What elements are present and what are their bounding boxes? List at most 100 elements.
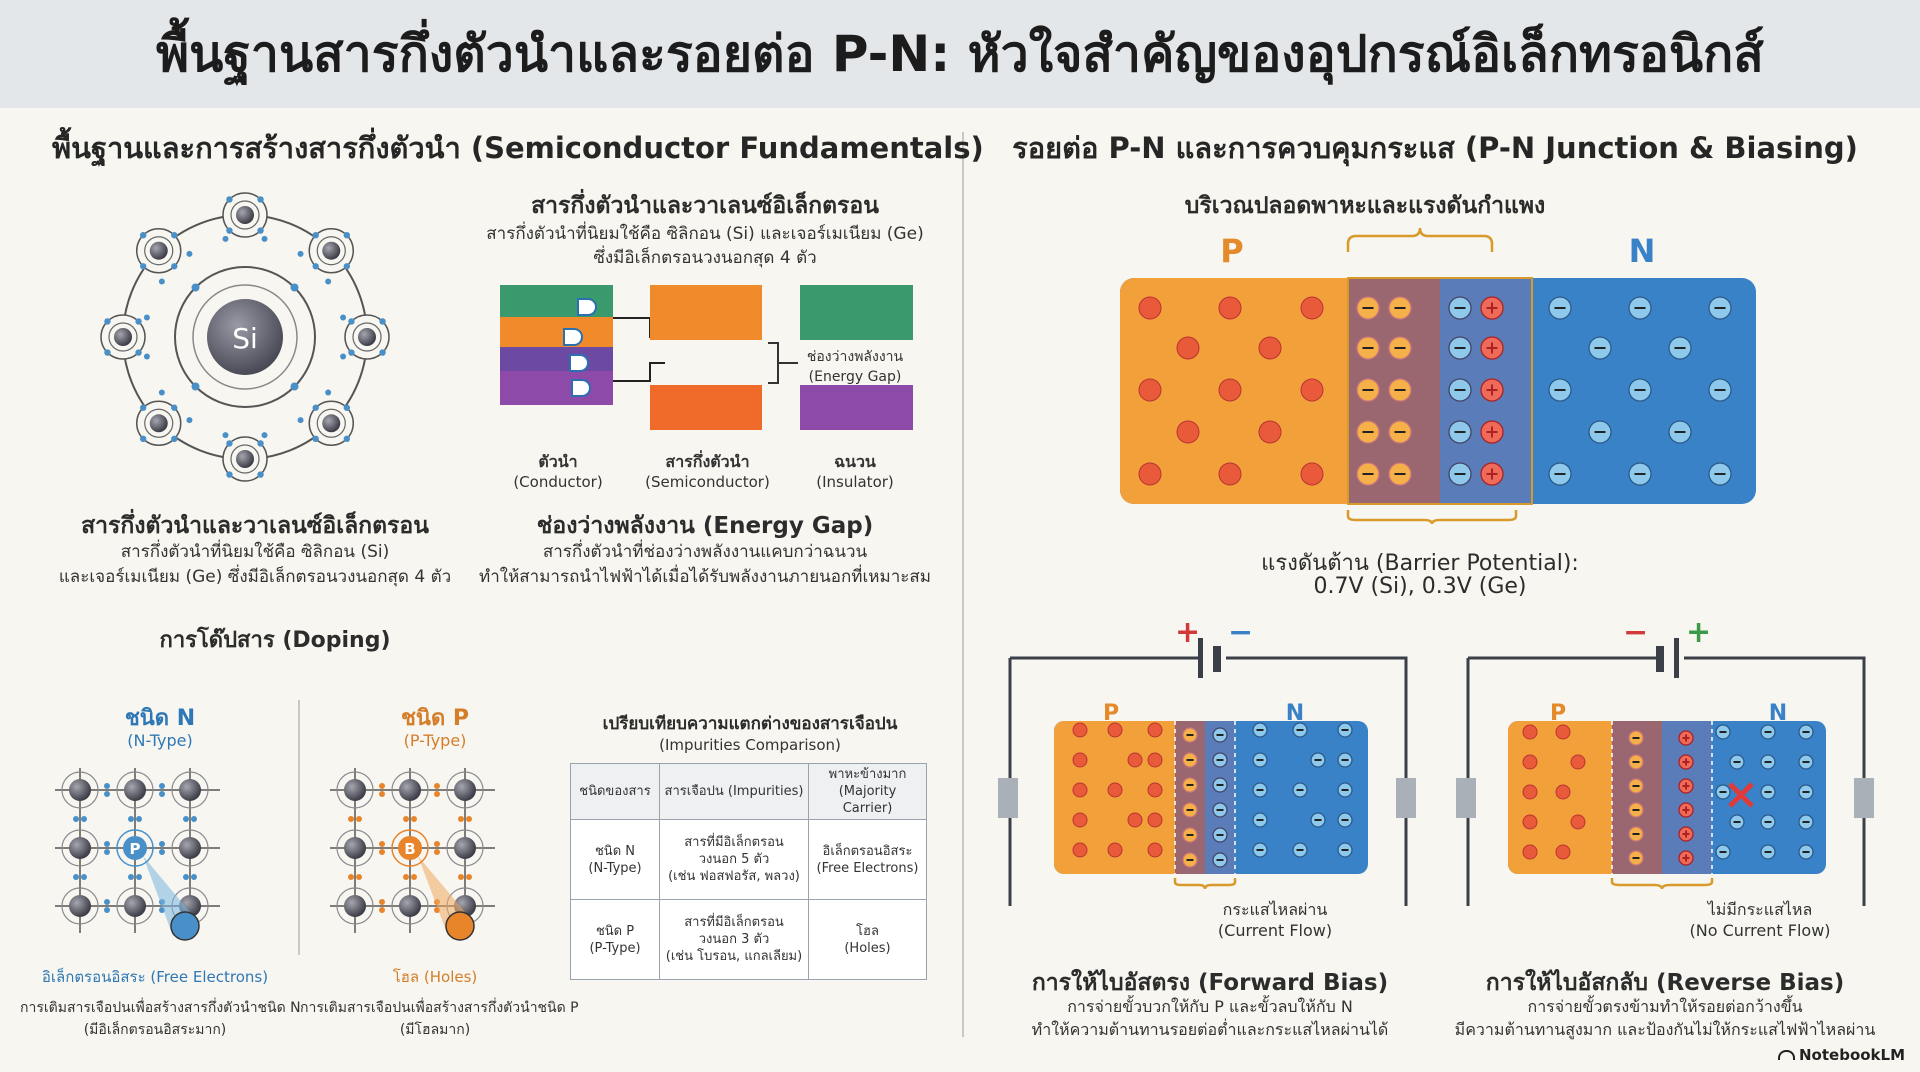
- table-cell: สารที่มีอิเล็กตรอน วงนอก 3 ตัว (เช่น โบร…: [659, 899, 809, 980]
- bond-electron: [403, 816, 409, 822]
- neighbor-atom: [358, 328, 376, 346]
- n-region-label: N: [1629, 232, 1656, 270]
- fw-p-label: P: [1103, 701, 1119, 726]
- electron: [312, 231, 319, 239]
- column-divider: [962, 132, 964, 1037]
- electron: [348, 349, 355, 356]
- silicon-atom-diagram: Si: [100, 192, 390, 482]
- rv-n-label: N: [1769, 701, 1787, 726]
- bond-electron: [434, 849, 440, 855]
- bond-electron: [434, 841, 440, 847]
- lattice-atom: [179, 837, 201, 859]
- electron: [257, 471, 264, 478]
- table-header: พาหะข้างมาก (Majority Carrier): [808, 763, 927, 820]
- forward-flow-1: กระแสไหลผ่าน: [1222, 900, 1328, 919]
- energy-gap-title: ช่องว่างพลังงาน (Energy Gap): [536, 513, 874, 539]
- bond-electron: [73, 874, 79, 880]
- hole: [1147, 782, 1163, 798]
- n-type-title: ชนิด N: [124, 706, 196, 731]
- doping-divider: [298, 700, 300, 955]
- electron: [257, 196, 264, 203]
- electron: [171, 435, 178, 443]
- forward-bias-circuit: + − P N: [998, 615, 1416, 906]
- bond-electron: [183, 874, 189, 880]
- bond-electron: [379, 841, 385, 847]
- hole: [1072, 842, 1088, 858]
- electron: [226, 440, 233, 447]
- neighbor-atom: [236, 206, 254, 224]
- dopant-atom: [398, 836, 422, 860]
- left-section-heading: พื้นฐานและการสร้างสารกึ่งตัวนำ (Semicond…: [52, 131, 984, 165]
- conductor-label: ตัวนำ (Conductor): [513, 452, 603, 491]
- hole: [1218, 296, 1242, 320]
- hole: [1570, 814, 1586, 830]
- bond-electron: [379, 783, 385, 789]
- hole: [1072, 812, 1088, 828]
- n-type-carrier: อิเล็กตรอนอิสระ (Free Electrons): [41, 968, 269, 986]
- lattice-atom: [454, 779, 476, 801]
- brand-icon: [1778, 1050, 1795, 1060]
- hole: [1147, 812, 1163, 828]
- dopant-symbol: P: [130, 840, 141, 858]
- electron: [340, 314, 347, 321]
- band-line-2: ซึ่งมีอิเล็กตรอนวงนอกสุด 4 ตัว: [593, 248, 817, 268]
- lattice-atom: [69, 779, 91, 801]
- hole: [1127, 752, 1143, 768]
- table-cell: ชนิด N (N-Type): [570, 819, 660, 900]
- lattice-atom: [69, 895, 91, 917]
- p-type-subtitle: (P-Type): [403, 731, 467, 750]
- lattice-atom: [344, 837, 366, 859]
- bond-electron: [183, 816, 189, 822]
- p-type-lattice: B: [330, 768, 495, 941]
- lattice-atom: [69, 837, 91, 859]
- energy-gap-line-2: ทำให้สามารถนำไฟฟ้าได้เมื่อได้รับพลังงานภ…: [479, 567, 931, 587]
- carrier-highlight: [170, 911, 200, 941]
- electron: [312, 404, 319, 411]
- electron: [139, 435, 147, 443]
- electron: [257, 227, 264, 234]
- hole: [1138, 462, 1162, 486]
- reverse-line-2: มีความต้านทานสูงมาก และป้องกันไม่ให้กระแ…: [1454, 1020, 1876, 1039]
- electron: [379, 318, 386, 325]
- pn-junction-diagram: P N: [1120, 227, 1756, 525]
- dopant-atom: [123, 836, 147, 860]
- neighbor-atom: [322, 241, 341, 260]
- electron: [297, 250, 304, 257]
- bond-electron: [466, 874, 472, 880]
- p-type-note-2: (มีโฮลมาก): [399, 1022, 471, 1038]
- bond-electron: [81, 816, 87, 822]
- bond-electron: [136, 874, 142, 880]
- bond-electron: [81, 874, 87, 880]
- table-cell: อิเล็กตรอนอิสระ (Free Electrons): [808, 819, 927, 900]
- bond-electron: [379, 849, 385, 855]
- forward-flow-2: (Current Flow): [1217, 921, 1333, 940]
- electron: [139, 263, 147, 270]
- p-region-label: P: [1220, 232, 1243, 270]
- bond-electron: [136, 816, 142, 822]
- title-bar: [0, 0, 1920, 108]
- bond-electron: [159, 849, 165, 855]
- electron: [226, 471, 233, 478]
- electron: [343, 263, 351, 270]
- hole: [1176, 420, 1200, 444]
- hole: [1555, 844, 1571, 860]
- bond-electron: [356, 874, 362, 880]
- atom-symbol: Si: [232, 322, 258, 355]
- carrier-highlight: [445, 911, 475, 941]
- n-type-note-2: (มีอิเล็กตรอนอิสระมาก): [83, 1022, 227, 1038]
- electron: [257, 440, 264, 447]
- table-cell: โฮล (Holes): [808, 899, 927, 980]
- reverse-flow-1: ไม่มีกระแสไหล: [1707, 900, 1813, 919]
- electron: [343, 231, 351, 239]
- positive-sign: +: [1175, 615, 1200, 650]
- electron: [139, 231, 147, 239]
- semiconductor-label: สารกึ่งตัวนำ (Semiconductor): [645, 452, 770, 491]
- bond-electron: [104, 783, 110, 789]
- page-title: พื้นฐานสารกึ่งตัวนำและรอยต่อ P-N: หัวใจส…: [156, 25, 1764, 83]
- lattice-atom: [399, 779, 421, 801]
- energy-band-diagram: [500, 285, 913, 430]
- hole: [1300, 296, 1324, 320]
- band-title: สารกึ่งตัวนำและวาเลนซ์อิเล็กตรอน: [531, 193, 879, 219]
- hole: [1218, 462, 1242, 486]
